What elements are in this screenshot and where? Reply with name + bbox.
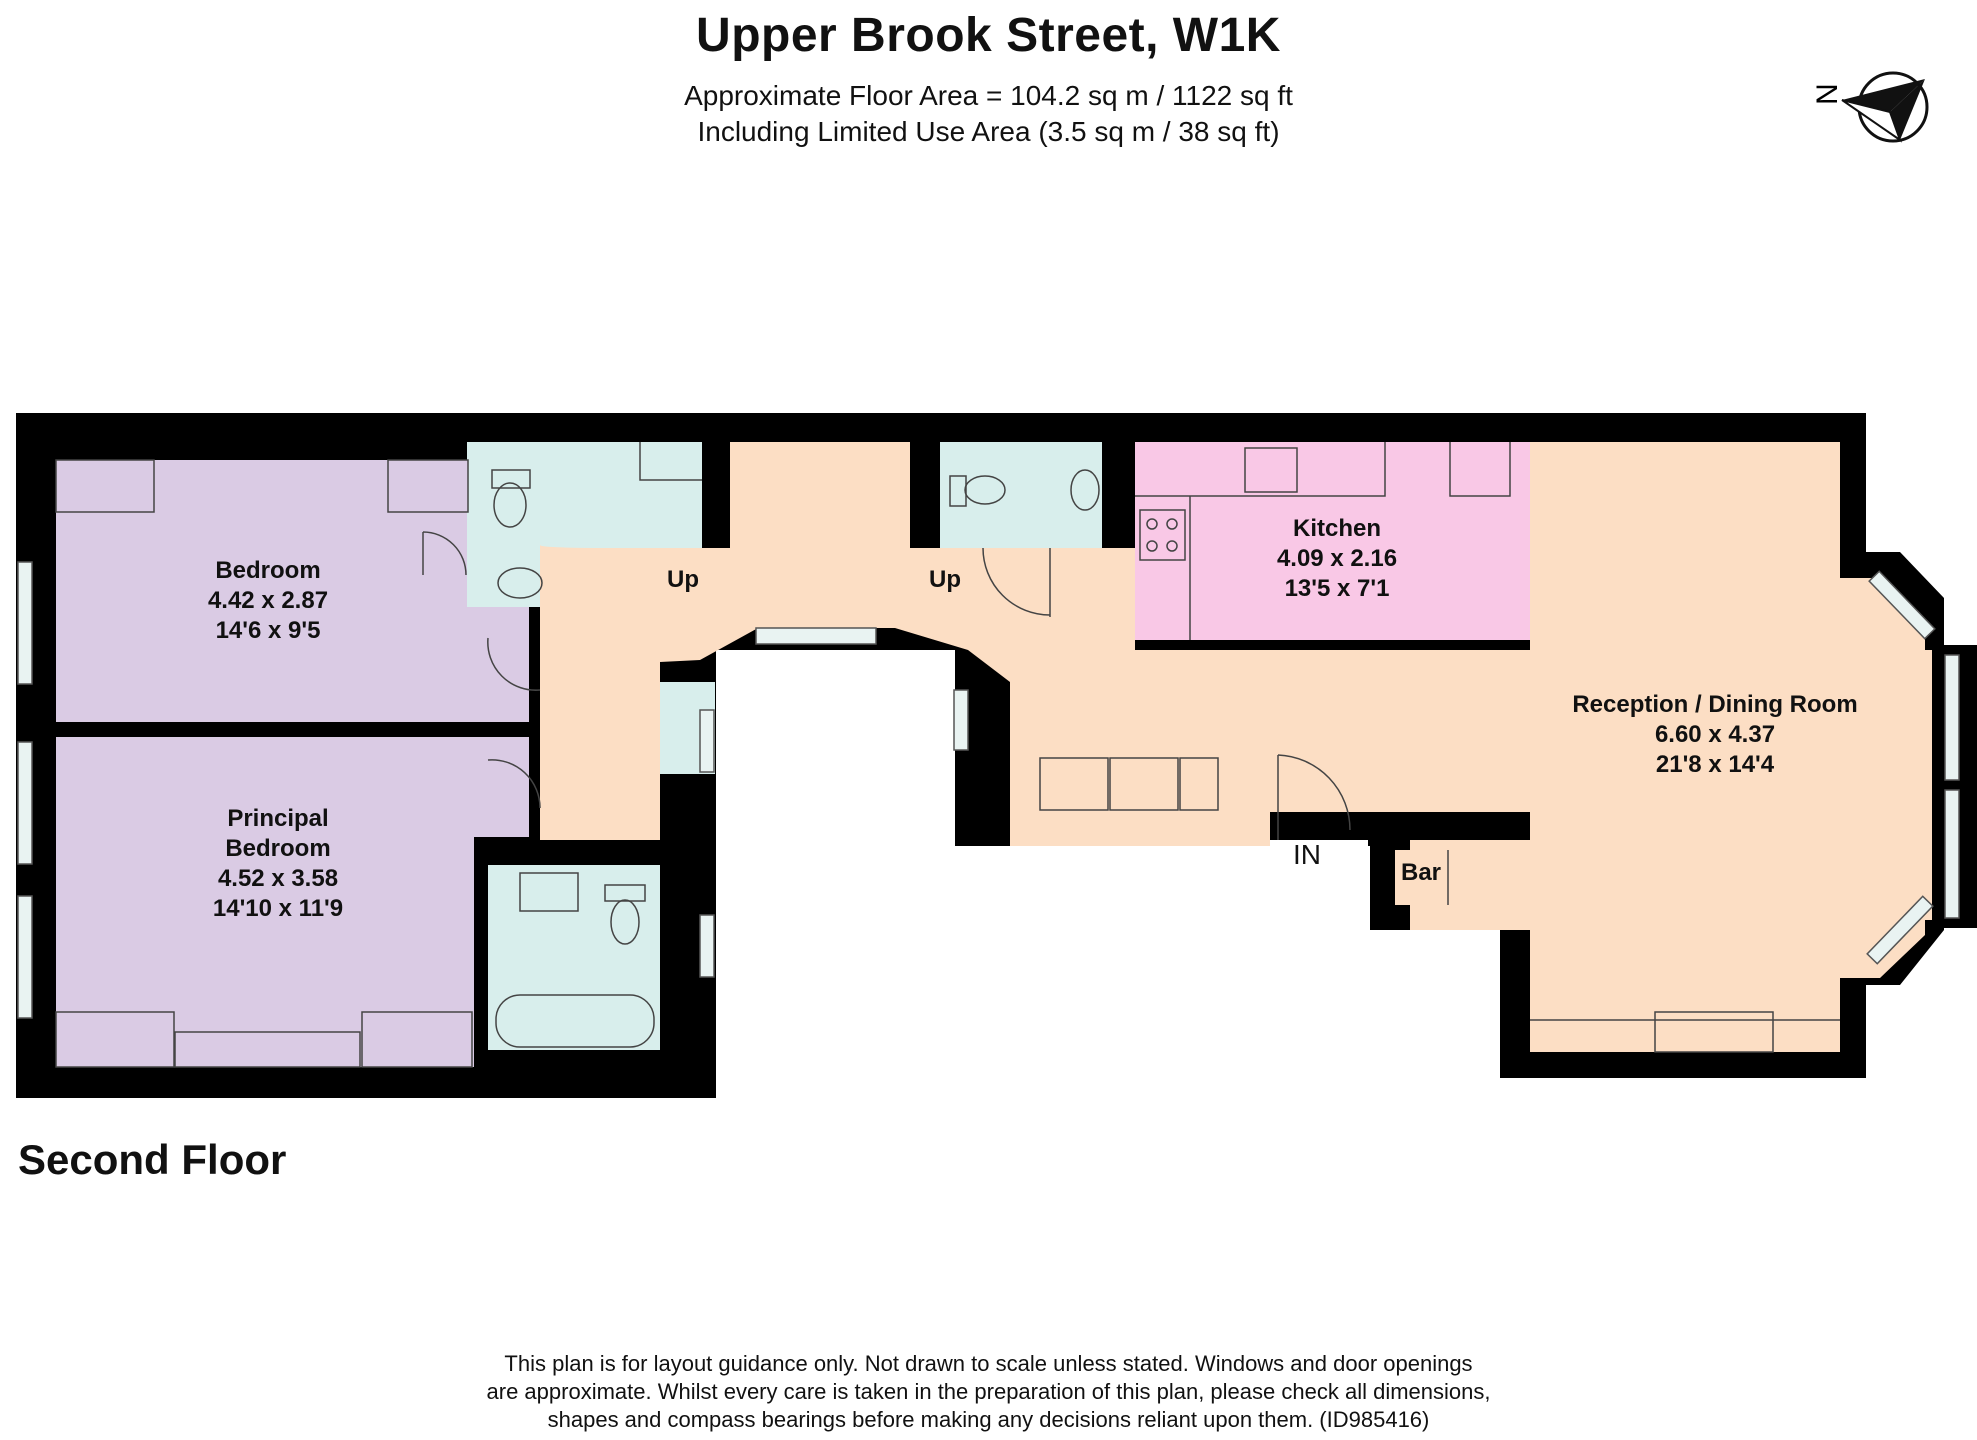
bedroom-imperial-dimensions: 14'6 x 9'5 xyxy=(216,617,321,644)
hallway xyxy=(540,442,1530,846)
limited-use-area-text: Including Limited Use Area (3.5 sq m / 3… xyxy=(697,116,1280,147)
floor-area-text: Approximate Floor Area = 104.2 sq m / 11… xyxy=(684,80,1293,111)
fixtures xyxy=(55,442,1840,1068)
reception-label: Reception / Dining Room xyxy=(1572,691,1857,718)
wc-room xyxy=(940,442,1102,548)
kitchen-label: Kitchen xyxy=(1293,515,1381,542)
kitchen-room xyxy=(1135,442,1530,640)
disclaimer-line: shapes and compass bearings before makin… xyxy=(547,1407,1430,1432)
principal-bedroom-imperial-dimensions: 14'10 x 11'9 xyxy=(213,895,343,922)
kitchen-imperial-dimensions: 13'5 x 7'1 xyxy=(1285,575,1390,602)
disclaimer: This plan is for layout guidance only. N… xyxy=(0,1350,1977,1434)
reception-imperial-dimensions: 21'8 x 14'4 xyxy=(1656,751,1775,778)
reception-room xyxy=(1410,442,1932,1052)
bar-label: Bar xyxy=(1401,859,1441,886)
bathroom-room xyxy=(488,865,660,1050)
windows xyxy=(17,561,1960,1019)
disclaimer-line: This plan is for layout guidance only. N… xyxy=(504,1351,1473,1376)
principal-bedroom-label-1: Principal xyxy=(227,805,328,832)
compass-icon: N xyxy=(1811,71,1929,143)
stairs-up-right-label: Up xyxy=(929,566,961,593)
bedroom-metric-dimensions: 4.42 x 2.87 xyxy=(208,587,328,614)
bedroom-label: Bedroom xyxy=(215,557,320,584)
stairs-up-left-label: Up xyxy=(667,566,699,593)
kitchen-metric-dimensions: 4.09 x 2.16 xyxy=(1277,545,1397,572)
compass-north-label: N xyxy=(1811,83,1844,105)
bar-area xyxy=(1395,850,1448,905)
disclaimer-line: are approximate. Whilst every care is ta… xyxy=(486,1379,1491,1404)
plan-title: Upper Brook Street, W1K xyxy=(696,9,1281,62)
principal-bedroom-label-2: Bedroom xyxy=(225,835,330,862)
entrance-label: IN xyxy=(1293,839,1321,870)
principal-bedroom-metric-dimensions: 4.52 x 3.58 xyxy=(218,865,338,892)
reception-metric-dimensions: 6.60 x 4.37 xyxy=(1655,721,1775,748)
floor-label: Second Floor xyxy=(18,1136,287,1183)
